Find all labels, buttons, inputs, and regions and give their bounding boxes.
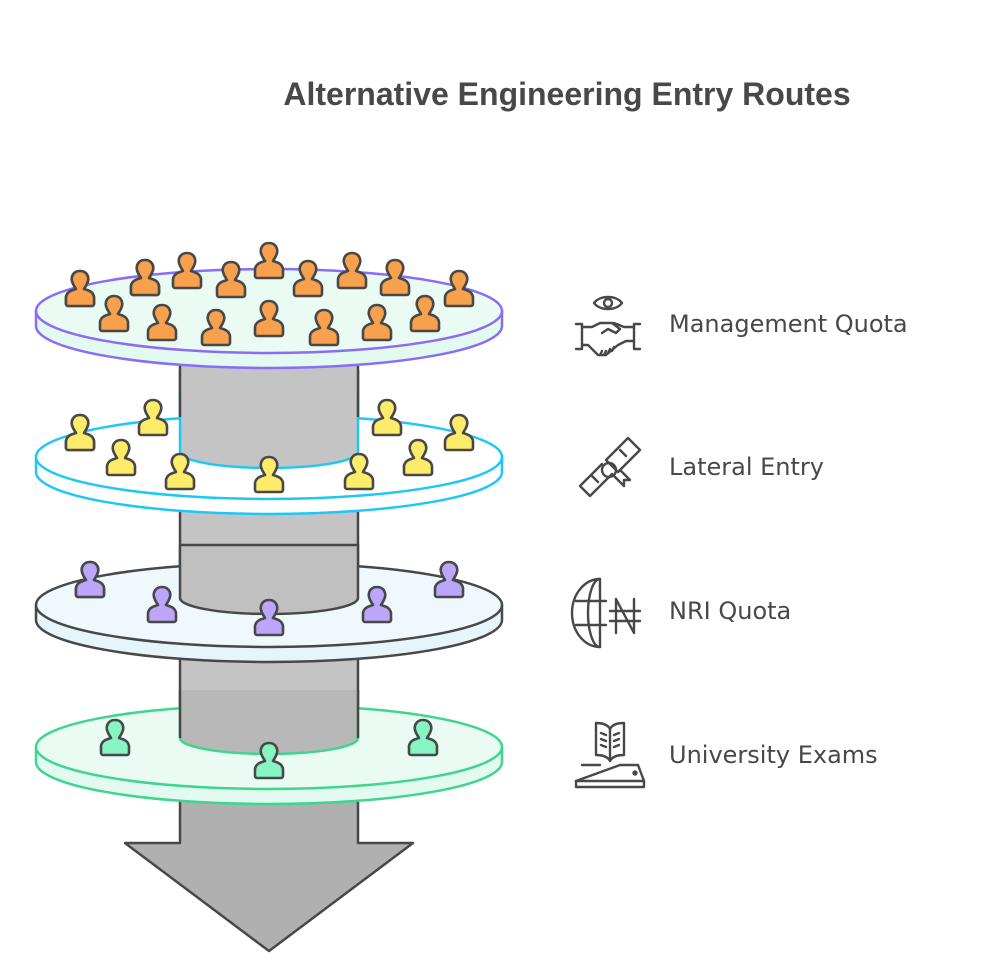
book-laptop-icon xyxy=(574,721,646,789)
label-management-quota: Management Quota xyxy=(669,310,908,338)
label-lateral-entry: Lateral Entry xyxy=(669,453,824,481)
label-nri-quota: NRI Quota xyxy=(669,597,792,625)
person-icon xyxy=(137,398,169,437)
globe-naira-icon xyxy=(570,577,642,649)
person-icon xyxy=(371,398,403,437)
diploma-scroll-icon xyxy=(578,436,642,498)
handshake-eye-icon xyxy=(574,295,642,357)
person-icon xyxy=(253,241,285,280)
page-title: Alternative Engineering Entry Routes xyxy=(283,76,851,112)
flow-arrow xyxy=(123,798,415,953)
label-university-exams: University Exams xyxy=(669,741,878,769)
